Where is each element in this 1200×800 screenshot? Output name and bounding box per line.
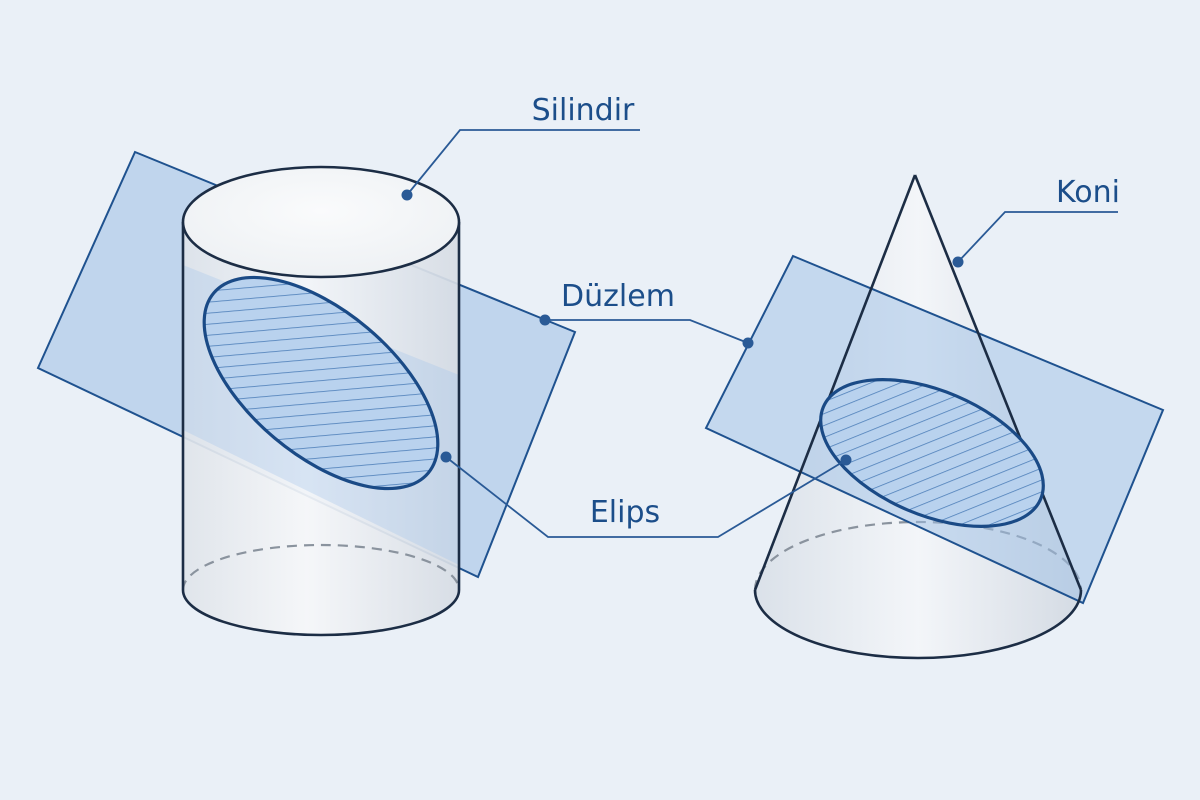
ellipse-leader-dot-left — [440, 451, 452, 463]
cone-right-edge — [913, 174, 1083, 591]
cylinder-leader-line — [406, 129, 640, 196]
plane-leader-line — [545, 319, 749, 344]
cone-leader-line — [957, 211, 1118, 263]
cylinder-bottom-front-edge — [181, 589, 461, 637]
leader-dots — [401, 189, 964, 466]
cylinder-leader-dot — [401, 189, 413, 201]
leader-lines — [406, 129, 1118, 538]
cylinder-bottom-hidden-edge — [181, 543, 461, 591]
plane-leader-dot-left — [539, 314, 551, 326]
cone-leader-dot — [952, 256, 964, 268]
cone-label: Koni — [1056, 175, 1120, 210]
cone — [704, 174, 1165, 660]
cylinder-top-face — [181, 165, 461, 279]
plane-leader-dot-right — [742, 337, 754, 349]
cylinder-label: Silindir — [532, 93, 635, 128]
cone-base-front-edge — [753, 589, 1083, 660]
cone-ellipse-section — [819, 378, 1045, 528]
plane-label: Düzlem — [561, 279, 675, 314]
cylinder — [36, 150, 577, 637]
cone-left-edge — [753, 174, 917, 591]
ellipse-leader-dot-right — [840, 454, 852, 466]
ellipse-leader-line — [445, 456, 847, 538]
ellipse-label: Elips — [590, 495, 660, 530]
cylinder-ellipse-section — [202, 275, 440, 491]
